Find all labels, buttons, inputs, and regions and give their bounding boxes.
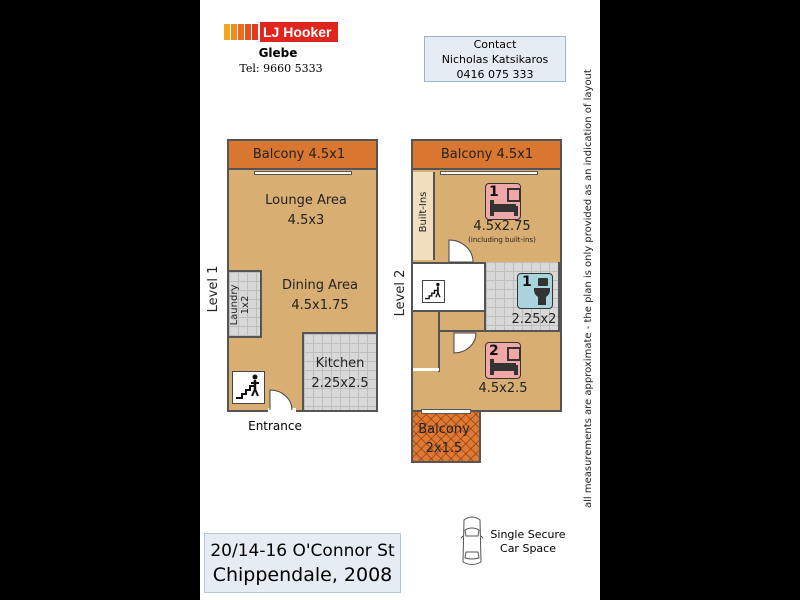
bedroom2-number: 2 (489, 343, 499, 359)
stairs-icon (232, 371, 265, 404)
lounge-name: Lounge Area (265, 193, 347, 208)
address-line1: 20/14-16 O'Connor St (210, 541, 395, 561)
builtins-area (413, 172, 435, 260)
kitchen-size: 2.25x2.5 (311, 376, 369, 391)
bedroom1-door (448, 239, 474, 263)
address-line2: Chippendale, 2008 (212, 564, 393, 586)
entrance-label: Entrance (248, 419, 302, 433)
dining-size: 4.5x1.75 (291, 298, 349, 313)
level1-label: Level 1 (206, 265, 221, 313)
level1-balcony-label: Balcony 4.5x1 (252, 147, 346, 162)
address-box: 20/14-16 O'Connor St Chippendale, 2008 (204, 533, 401, 593)
kitchen-area (302, 332, 378, 412)
ljhooker-logo: LJ Hooker (224, 22, 338, 42)
balcony2-door (421, 409, 471, 414)
level2-balcony-door (440, 171, 538, 175)
level1-balcony-door (254, 171, 352, 175)
bedroom1-note: (including built-ins) (468, 236, 536, 244)
parking-line2: Car Space (500, 542, 556, 555)
bath-number: 1 (522, 274, 532, 290)
bath-size: 2.25x2 (511, 312, 557, 327)
floor-plan-sheet: LJ Hooker Glebe Tel: 9660 5333 Contact N… (200, 0, 600, 600)
bedroom2-size: 4.5x2.5 (478, 381, 528, 396)
contact-heading: Contact (473, 38, 517, 51)
bedroom1-icon: 1 (485, 183, 521, 220)
office-phone: Tel: 9660 5333 (239, 62, 323, 75)
parking-label: Single Secure Car Space (486, 528, 570, 556)
lounge-size: 4.5x3 (287, 213, 325, 228)
level2-label: Level 2 (393, 269, 408, 317)
kitchen-name: Kitchen (315, 356, 365, 371)
bathroom-icon: 1 (517, 273, 553, 309)
hall-wall (438, 312, 440, 372)
parking-line1: Single Secure (490, 528, 566, 541)
level2-balcony-label: Balcony 4.5x1 (440, 147, 534, 162)
disclaimer-text: all measurements are approximate - the p… (583, 69, 594, 508)
contact-box: Contact Nicholas Katsikaros 0416 075 333 (424, 36, 566, 82)
bedroom2-door (453, 332, 477, 354)
bedroom2-wall (440, 330, 560, 332)
bedroom1-size: 4.5x2.75 (473, 219, 531, 234)
laundry-size: 1x2 (240, 295, 251, 315)
laundry-label: Laundry 1x2 (229, 275, 253, 335)
level1-balcony (229, 141, 376, 170)
contact-name: Nicholas Katsikaros (441, 53, 549, 66)
balcony2-name: Balcony (418, 422, 470, 437)
hall-opening (413, 368, 439, 371)
builtins-label: Built-Ins (418, 191, 429, 233)
bedroom1-number: 1 (489, 184, 499, 200)
bedroom2-icon: 2 (485, 342, 521, 379)
entrance-door (268, 389, 296, 414)
laundry-area (227, 270, 262, 338)
office-name: Glebe (258, 46, 298, 60)
car-icon (460, 516, 484, 565)
level2-stairs-icon (422, 280, 445, 303)
brand-name: LJ Hooker (263, 24, 332, 40)
balcony2-area (411, 410, 481, 463)
contact-phone: 0416 075 333 (456, 68, 534, 81)
dining-name: Dining Area (281, 278, 358, 293)
balcony2-size: 2x1.5 (425, 441, 463, 456)
laundry-name: Laundry (229, 284, 240, 326)
level2-balcony (413, 141, 560, 170)
